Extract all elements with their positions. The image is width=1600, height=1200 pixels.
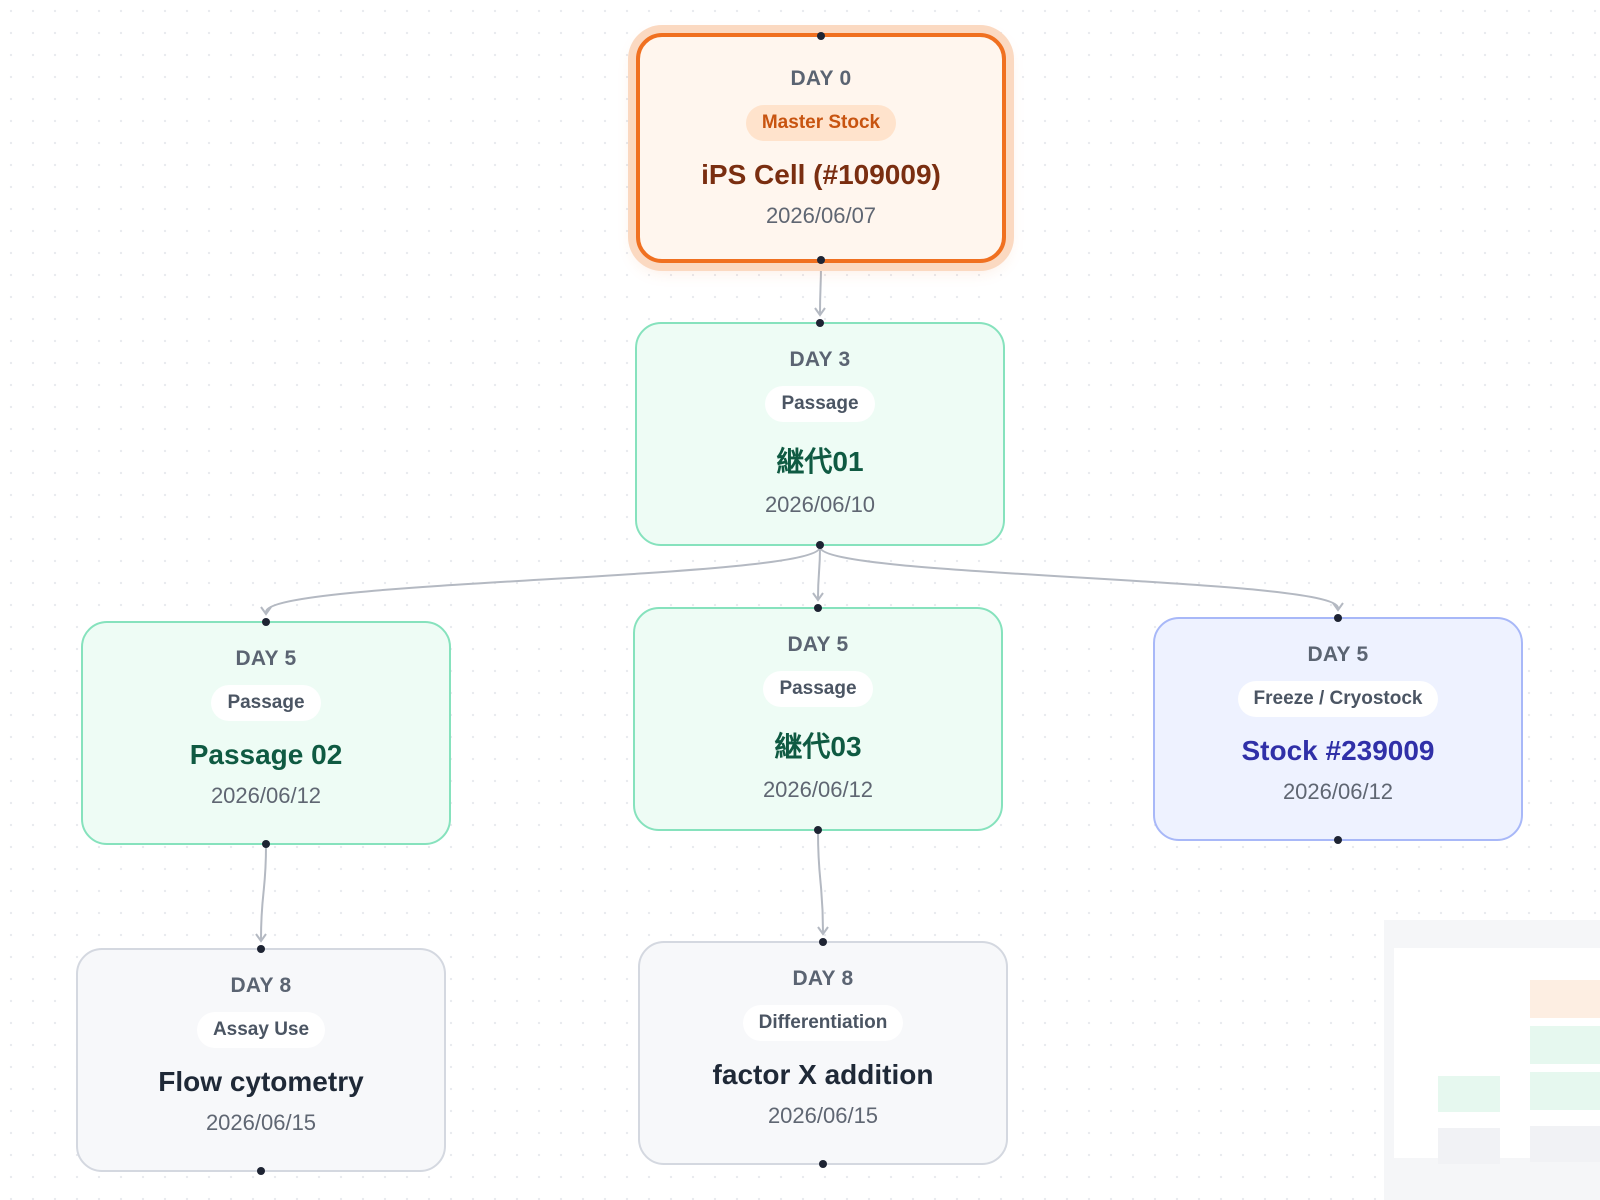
edge-arrowhead bbox=[255, 933, 267, 943]
edge-n0-n1[interactable] bbox=[819, 263, 822, 314]
edge-n1-n3[interactable] bbox=[817, 546, 821, 599]
node-title: Stock #239009 bbox=[1241, 735, 1435, 766]
node-freeze-stock[interactable]: DAY 5 Freeze / Cryostock Stock #239009 2… bbox=[1153, 614, 1523, 844]
node-input-handle[interactable] bbox=[1334, 614, 1342, 622]
node-type-badge: Master Stock bbox=[745, 105, 897, 141]
node-input-handle[interactable] bbox=[257, 945, 265, 953]
node-day: DAY 3 bbox=[789, 348, 851, 371]
node-day: DAY 5 bbox=[235, 647, 297, 670]
node-day: DAY 5 bbox=[787, 633, 849, 656]
edge-arrowhead bbox=[260, 606, 272, 616]
node-day: DAY 8 bbox=[230, 974, 292, 997]
minimap-node bbox=[1438, 1076, 1500, 1112]
node-output-handle[interactable] bbox=[817, 256, 825, 264]
node-assay-use[interactable]: DAY 8 Assay Use Flow cytometry 2026/06/1… bbox=[76, 945, 446, 1175]
node-date: 2026/06/12 bbox=[210, 783, 322, 808]
node-title: Passage 02 bbox=[189, 739, 343, 770]
node-output-handle[interactable] bbox=[814, 826, 822, 834]
node-input-handle[interactable] bbox=[819, 938, 827, 946]
edge-n1-n2[interactable] bbox=[265, 546, 821, 613]
node-date: 2026/06/15 bbox=[205, 1110, 317, 1135]
node-output-handle[interactable] bbox=[262, 840, 270, 848]
node-date: 2026/06/07 bbox=[765, 203, 877, 228]
edge-n2-n5[interactable] bbox=[260, 845, 267, 940]
node-output-handle[interactable] bbox=[816, 541, 824, 549]
node-passage-03[interactable]: DAY 5 Passage 継代03 2026/06/12 bbox=[633, 604, 1003, 834]
node-type-badge: Freeze / Cryostock bbox=[1237, 681, 1439, 717]
node-day: DAY 0 bbox=[790, 67, 852, 90]
minimap-node bbox=[1438, 1128, 1500, 1164]
edge-n3-n6[interactable] bbox=[817, 831, 824, 933]
node-date: 2026/06/15 bbox=[767, 1103, 879, 1128]
node-type-badge: Differentiation bbox=[742, 1005, 904, 1041]
node-output-handle[interactable] bbox=[819, 1160, 827, 1168]
edge-arrowhead bbox=[812, 592, 824, 602]
minimap-node bbox=[1530, 980, 1600, 1018]
node-title: 継代03 bbox=[774, 731, 862, 762]
node-type-badge: Passage bbox=[211, 685, 321, 721]
minimap-node bbox=[1530, 1126, 1600, 1162]
node-type-badge: Assay Use bbox=[196, 1012, 326, 1048]
node-title: iPS Cell (#109009) bbox=[701, 159, 941, 190]
node-input-handle[interactable] bbox=[816, 319, 824, 327]
node-title: Flow cytometry bbox=[158, 1066, 364, 1097]
edge-arrowhead bbox=[1332, 602, 1344, 612]
node-title: 継代01 bbox=[776, 446, 864, 477]
edge-arrowhead bbox=[814, 307, 826, 317]
edge-n1-n4[interactable] bbox=[819, 546, 1339, 609]
edge-arrowhead bbox=[817, 926, 829, 936]
node-type-badge: Passage bbox=[765, 386, 875, 422]
node-day: DAY 8 bbox=[792, 967, 854, 990]
node-title: factor X addition bbox=[712, 1059, 934, 1090]
node-differentiation[interactable]: DAY 8 Differentiation factor X addition … bbox=[638, 938, 1008, 1168]
minimap-node bbox=[1530, 1026, 1600, 1064]
node-passage-01[interactable]: DAY 3 Passage 継代01 2026/06/10 bbox=[635, 319, 1005, 549]
node-master-stock[interactable]: DAY 0 Master Stock iPS Cell (#109009) 20… bbox=[636, 32, 1006, 264]
node-type-badge: Passage bbox=[763, 671, 873, 707]
node-output-handle[interactable] bbox=[1334, 836, 1342, 844]
node-day: DAY 5 bbox=[1307, 643, 1369, 666]
node-input-handle[interactable] bbox=[817, 32, 825, 40]
node-passage-02[interactable]: DAY 5 Passage Passage 02 2026/06/12 bbox=[81, 618, 451, 848]
node-date: 2026/06/10 bbox=[764, 492, 876, 517]
node-date: 2026/06/12 bbox=[762, 777, 874, 802]
node-output-handle[interactable] bbox=[257, 1167, 265, 1175]
node-date: 2026/06/12 bbox=[1282, 779, 1394, 804]
node-input-handle[interactable] bbox=[814, 604, 822, 612]
minimap[interactable] bbox=[1384, 920, 1600, 1200]
node-input-handle[interactable] bbox=[262, 618, 270, 626]
minimap-node bbox=[1530, 1072, 1600, 1110]
